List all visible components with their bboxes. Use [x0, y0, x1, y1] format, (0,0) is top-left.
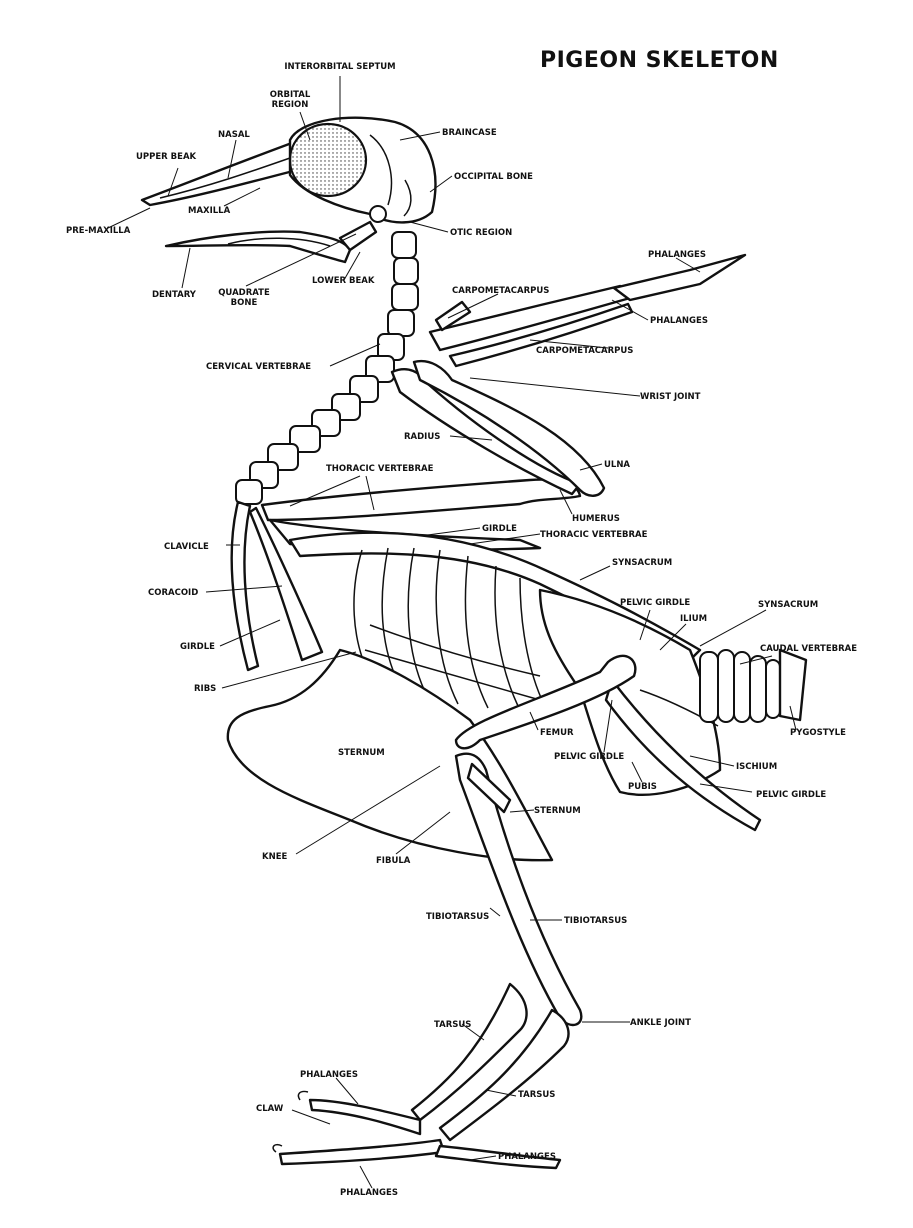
label-girdle-upper: GIRDLE	[482, 524, 517, 534]
label-caudal-vertebrae: CAUDAL VERTEBRAE	[760, 644, 858, 654]
label-tibiotarsus-right: TIBIOTARSUS	[564, 916, 628, 926]
label-wing-phalanges-bottom: PHALANGES	[650, 316, 708, 326]
wing-phalanges-shape	[612, 253, 747, 302]
neck	[235, 231, 419, 505]
tibiotarsus-shape	[454, 752, 583, 1027]
label-braincase: BRAINCASE	[442, 128, 497, 138]
label-foot-phalanges-right: PHALANGES	[498, 1152, 556, 1162]
label-pygostyle: PYGOSTYLE	[790, 728, 846, 738]
label-girdle-left: GIRDLE	[180, 642, 215, 652]
label-ankle-joint: ANKLE JOINT	[630, 1018, 691, 1028]
label-maxilla: MAXILLA	[188, 206, 231, 216]
humerus-shape	[260, 478, 582, 522]
label-tarsus-left: TARSUS	[434, 1020, 472, 1030]
label-wrist-joint: WRIST JOINT	[640, 392, 701, 402]
fibula-shape	[466, 762, 512, 814]
tarsus-shape	[438, 1008, 570, 1142]
coracoid-shape	[248, 506, 324, 662]
label-orbital-region: ORBITAL REGION	[269, 90, 311, 110]
label-ilium: ILIUM	[680, 614, 708, 624]
leg	[272, 654, 637, 1170]
label-interorbital-septum: INTERORBITAL SEPTUM	[284, 62, 396, 72]
label-humerus: HUMERUS	[572, 514, 620, 524]
leader-lines	[107, 76, 797, 1189]
label-foot-phalanges-bottom: PHALANGES	[340, 1188, 398, 1198]
label-sternum-main: STERNUM	[338, 748, 385, 758]
label-carpometacarpus-bottom: CARPOMETACARPUS	[536, 346, 634, 356]
label-pelvic-girdle-top: PELVIC GIRDLE	[620, 598, 691, 608]
label-synsacrum-mid: SYNSACRUM	[612, 558, 673, 568]
skull	[140, 116, 437, 264]
label-pelvic-girdle-mid: PELVIC GIRDLE	[554, 752, 625, 762]
quadrate-shape	[338, 220, 378, 252]
label-thoracic-vertebrae-top: THORACIC VERTEBRAE	[326, 464, 434, 474]
label-wing-phalanges-top: PHALANGES	[648, 250, 706, 260]
pelvis	[538, 588, 808, 832]
ulna-shape	[412, 359, 606, 497]
label-pre-maxilla: PRE-MAXILLA	[66, 226, 131, 236]
label-upper-beak: UPPER BEAK	[136, 152, 197, 162]
label-femur: FEMUR	[540, 728, 574, 738]
wing	[260, 253, 747, 522]
label-coracoid: CORACOID	[148, 588, 199, 598]
label-clavicle: CLAVICLE	[164, 542, 209, 552]
label-cervical-vertebrae: CERVICAL VERTEBRAE	[206, 362, 312, 372]
lower-beak-shape	[164, 230, 352, 264]
clavicle-shape	[230, 500, 260, 672]
label-occipital-bone: OCCIPITAL BONE	[454, 172, 533, 182]
upper-beak-shape	[140, 138, 307, 207]
label-synsacrum-right: SYNSACRUM	[758, 600, 819, 610]
label-radius: RADIUS	[404, 432, 441, 442]
label-tibiotarsus-left: TIBIOTARSUS	[426, 912, 490, 922]
label-carpometacarpus-top: CARPOMETACARPUS	[452, 286, 550, 296]
label-knee: KNEE	[262, 852, 288, 862]
label-tarsus-right: TARSUS	[518, 1090, 556, 1100]
label-nasal: NASAL	[218, 130, 250, 140]
label-dentary: DENTARY	[152, 290, 196, 300]
orbit-shape	[288, 122, 368, 198]
label-lower-beak: LOWER BEAK	[312, 276, 375, 286]
toes-shape	[308, 1098, 422, 1136]
ischium-shape	[604, 678, 762, 832]
label-pubis: PUBIS	[628, 782, 657, 792]
femur-shape	[454, 654, 637, 750]
label-claw: CLAW	[256, 1104, 284, 1114]
label-ischium: ISCHIUM	[736, 762, 778, 772]
label-ulna: ULNA	[604, 460, 631, 470]
pygostyle-shape	[778, 648, 808, 722]
label-fibula: FIBULA	[376, 856, 411, 866]
backbone-shape	[288, 531, 702, 662]
label-otic-region: OTIC REGION	[450, 228, 513, 238]
diagram-title: PIGEON SKELETON	[540, 48, 779, 73]
label-quadrate-bone: QUADRATE BONE	[218, 288, 270, 308]
label-sternum-lower: STERNUM	[534, 806, 581, 816]
ribs-lines	[353, 547, 549, 713]
label-pelvic-girdle-bottom: PELVIC GIRDLE	[756, 790, 827, 800]
label-ribs: RIBS	[194, 684, 217, 694]
label-thoracic-vertebrae-mid: THORACIC VERTEBRAE	[540, 530, 648, 540]
label-foot-phalanges-top: PHALANGES	[300, 1070, 358, 1080]
